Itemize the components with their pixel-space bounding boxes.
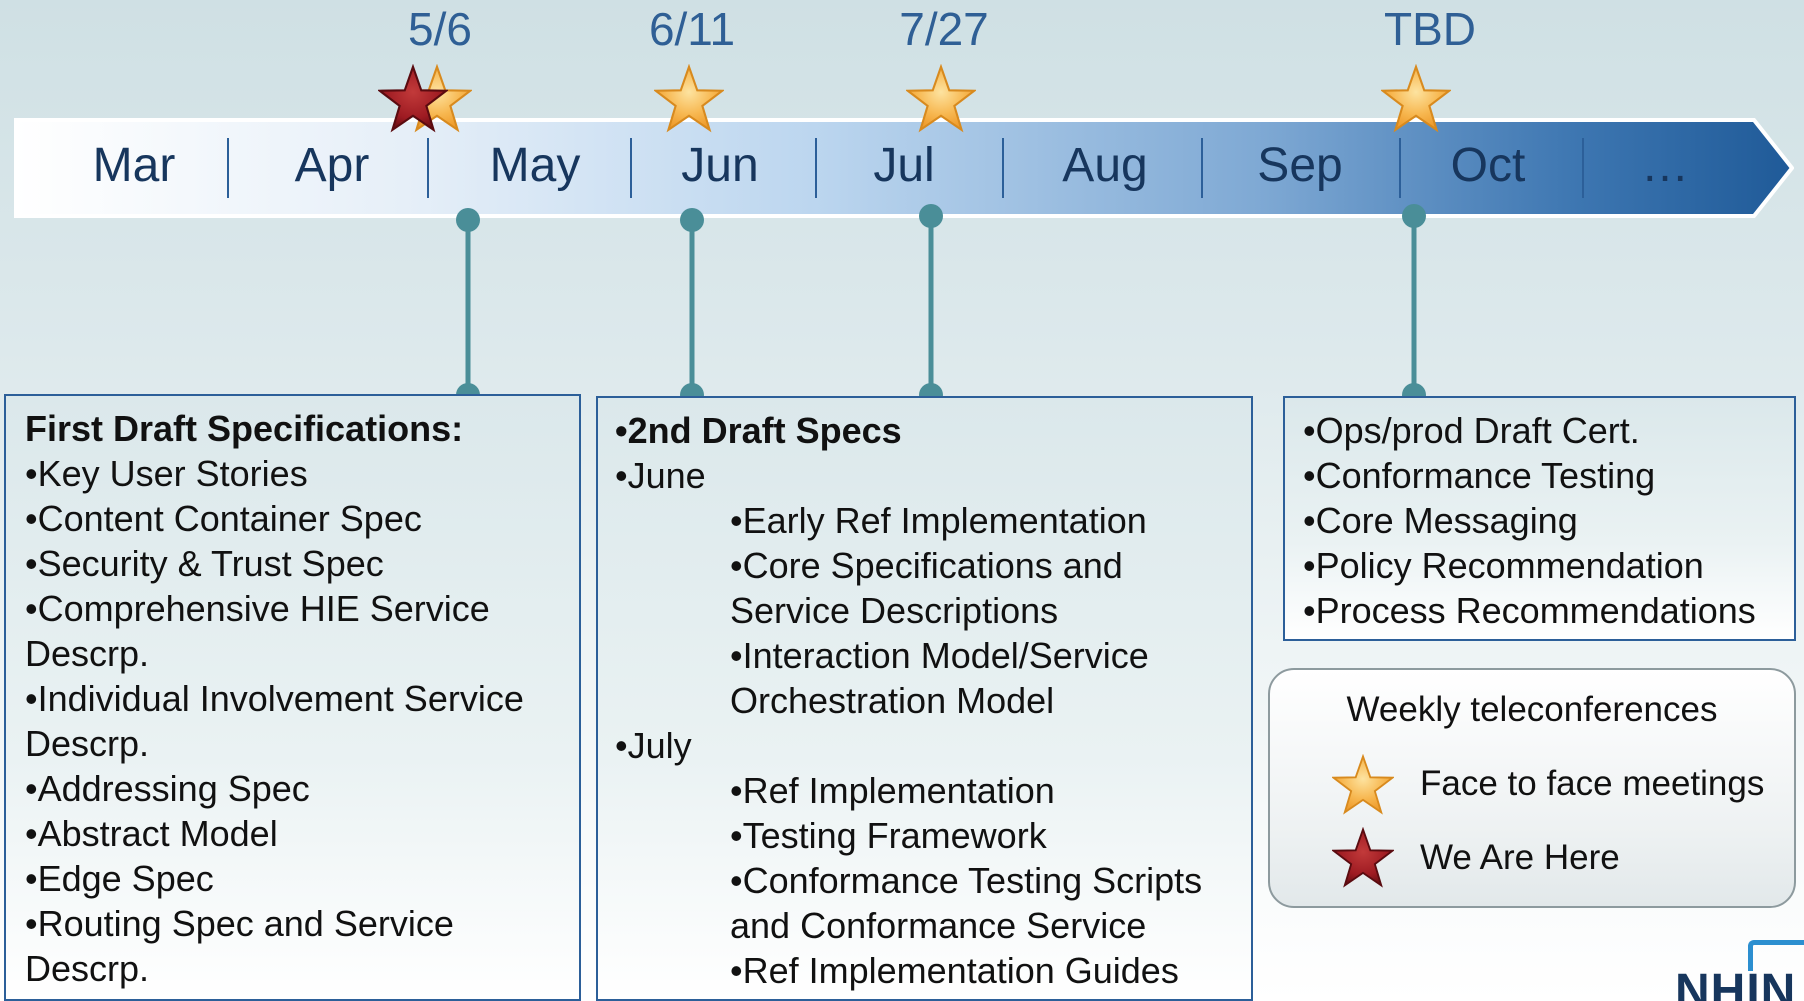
list-item: •Testing Framework: [730, 815, 1047, 856]
connector-dot: [1402, 204, 1426, 228]
july-label: •July: [615, 725, 692, 766]
list-item: •Ref Implementation Guides: [730, 950, 1179, 991]
list-item: •Edge Spec: [25, 858, 214, 899]
list-item: Descrp.: [25, 723, 150, 764]
nhin-logo: NHIN: [1672, 940, 1804, 1001]
red-star-icon: [1330, 827, 1396, 889]
month-label-jul: Jul: [873, 139, 935, 192]
list-item: Service Descriptions: [730, 590, 1059, 631]
list-item: •Ops/prod Draft Cert.: [1303, 410, 1640, 451]
legend-we-are-here: We Are Here: [1420, 838, 1620, 877]
milestone-date-4: TBD: [1384, 3, 1476, 55]
list-item: •Security & Trust Spec: [25, 543, 384, 584]
month-label-may: May: [489, 139, 581, 192]
milestone-date-1: 5/6: [408, 3, 472, 55]
list-item: •Process Recommendations: [1303, 590, 1756, 631]
list-item: •Addressing Spec: [25, 768, 310, 809]
milestone-date-3: 7/27: [899, 3, 989, 55]
list-item: Descrp.: [25, 948, 150, 989]
month-label-apr: Apr: [294, 139, 370, 192]
logo-text: NHIN: [1675, 965, 1797, 1001]
june-label: •June: [615, 455, 706, 496]
list-item: •Early Ref Implementation: [730, 500, 1147, 541]
list-item: •Key User Stories: [25, 453, 308, 494]
second-draft-heading: •2nd Draft Specs: [615, 410, 902, 451]
legend-face-to-face: Face to face meetings: [1420, 764, 1765, 803]
month-label-jun: Jun: [681, 139, 759, 192]
list-item: and Conformance Service: [730, 905, 1147, 946]
list-item: •Comprehensive HIE Service: [25, 588, 490, 629]
legend-teleconf: Weekly teleconferences: [1346, 690, 1718, 729]
first-draft-heading: First Draft Specifications:: [25, 408, 464, 449]
list-item: •Routing Spec and Service: [25, 903, 454, 944]
list-item: •Conformance Testing: [1303, 455, 1656, 496]
list-item: •Core Messaging: [1303, 500, 1578, 541]
month-label-mar: Mar: [92, 139, 176, 192]
list-item: Orchestration Model: [730, 680, 1055, 721]
month-label-more: …: [1641, 139, 1689, 192]
list-item: •Interaction Model/Service: [730, 635, 1149, 676]
list-item: •Conformance Testing Scripts: [730, 860, 1203, 901]
milestone-date-2: 6/11: [648, 3, 736, 55]
legend: Weekly teleconferences Face to face meet…: [1268, 668, 1796, 908]
connector-dot: [680, 208, 704, 232]
connector-dot: [456, 208, 480, 232]
list-item: •Content Container Spec: [25, 498, 422, 539]
list-item: •Core Specifications and: [730, 545, 1123, 586]
list-item: •Individual Involvement Service: [25, 678, 524, 719]
connectors: [456, 204, 1426, 407]
list-item: •Policy Recommendation: [1303, 545, 1704, 586]
second-draft-box: •2nd Draft Specs •June •Early Ref Implem…: [596, 396, 1253, 1001]
tbd-box: •Ops/prod Draft Cert. •Conformance Testi…: [1283, 396, 1796, 641]
gold-star-icon: [1330, 754, 1396, 816]
list-item: •Ref Implementation: [730, 770, 1055, 811]
list-item: Descrp.: [25, 633, 150, 674]
connector-dot: [919, 204, 943, 228]
logo-bracket: [1748, 940, 1804, 971]
timeline-arrow: [14, 118, 1794, 218]
first-draft-box: First Draft Specifications: •Key User St…: [4, 394, 581, 1001]
month-label-sep: Sep: [1257, 139, 1343, 192]
month-label-aug: Aug: [1062, 139, 1148, 192]
month-label-oct: Oct: [1450, 139, 1526, 192]
list-item: •Abstract Model: [25, 813, 278, 854]
